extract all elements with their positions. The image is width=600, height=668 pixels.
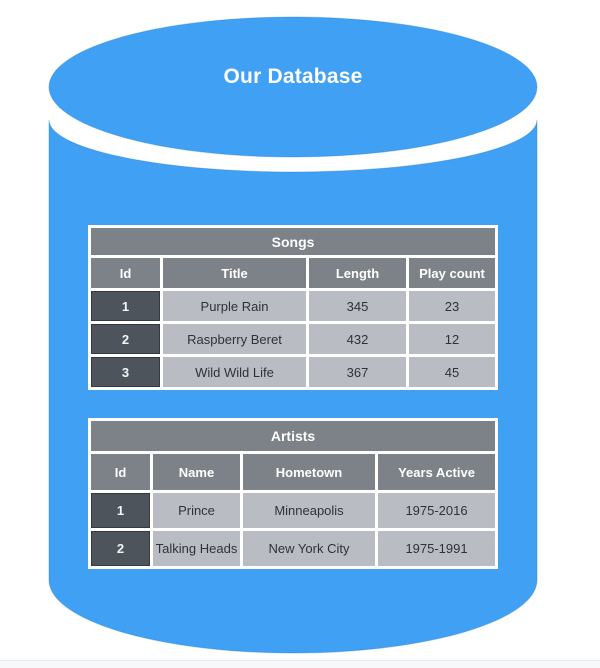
songs-row-3-title: Wild Wild Life: [163, 357, 306, 387]
songs-header-row: Id Title Length Play count: [91, 258, 496, 288]
artists-row-2-yearsactive: 1975-1991: [378, 531, 496, 566]
songs-col-title: Title: [163, 258, 306, 288]
artists-row-1-name: Prince: [153, 493, 240, 528]
songs-row-1-playcount: 23: [409, 291, 496, 321]
songs-row-3-length: 367: [309, 357, 406, 387]
cylinder-top: [48, 16, 538, 158]
songs-col-playcount: Play count: [409, 258, 496, 288]
artists-row-1-hometown: Minneapolis: [243, 493, 375, 528]
songs-row-2-length: 432: [309, 324, 406, 354]
artists-row-2-id: 2: [91, 531, 150, 566]
database-title: Our Database: [223, 65, 363, 88]
songs-table-grid: Songs Id Title Length Play count 1 Purpl…: [88, 225, 498, 390]
artists-col-hometown: Hometown: [243, 454, 375, 490]
artists-table: Artists Id Name Hometown Years Active 1 …: [88, 418, 498, 569]
songs-table-title: Songs: [91, 228, 496, 255]
songs-row-3-id: 3: [91, 357, 160, 387]
artists-col-id: Id: [91, 454, 150, 490]
songs-col-id: Id: [91, 258, 160, 288]
artists-col-name: Name: [153, 454, 240, 490]
artists-col-yearsactive: Years Active: [378, 454, 496, 490]
artists-row-2: 2 Talking Heads New York City 1975-1991: [91, 531, 496, 566]
artists-table-grid: Artists Id Name Hometown Years Active 1 …: [88, 418, 498, 569]
songs-row-2-playcount: 12: [409, 324, 496, 354]
artists-row-2-name: Talking Heads: [153, 531, 240, 566]
songs-table: Songs Id Title Length Play count 1 Purpl…: [88, 225, 498, 390]
footer-strip: [0, 660, 600, 668]
artists-row-1-id: 1: [91, 493, 150, 528]
songs-title-row: Songs: [91, 228, 496, 255]
artists-header-row: Id Name Hometown Years Active: [91, 454, 496, 490]
songs-row-1-title: Purple Rain: [163, 291, 306, 321]
songs-row-3-playcount: 45: [409, 357, 496, 387]
songs-row-1-length: 345: [309, 291, 406, 321]
songs-row-2-id: 2: [91, 324, 160, 354]
songs-row-2: 2 Raspberry Beret 432 12: [91, 324, 496, 354]
songs-col-length: Length: [309, 258, 406, 288]
artists-row-1: 1 Prince Minneapolis 1975-2016: [91, 493, 496, 528]
songs-row-1-id: 1: [91, 291, 160, 321]
artists-row-2-hometown: New York City: [243, 531, 375, 566]
artists-row-1-yearsactive: 1975-2016: [378, 493, 496, 528]
artists-table-title: Artists: [91, 421, 496, 451]
artists-title-row: Artists: [91, 421, 496, 451]
songs-row-1: 1 Purple Rain 345 23: [91, 291, 496, 321]
songs-row-2-title: Raspberry Beret: [163, 324, 306, 354]
songs-row-3: 3 Wild Wild Life 367 45: [91, 357, 496, 387]
